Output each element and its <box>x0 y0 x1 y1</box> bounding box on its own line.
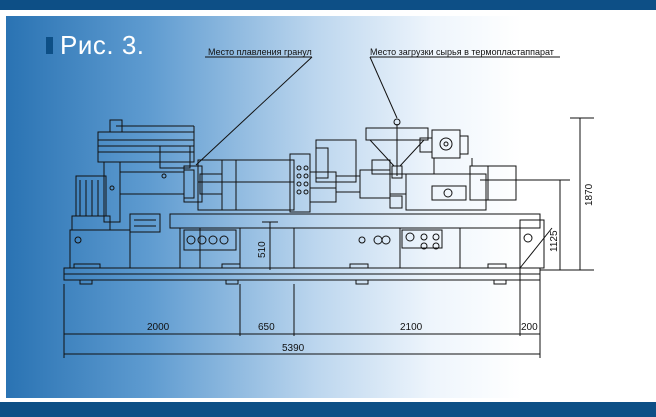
dim-5390: 5390 <box>282 343 305 354</box>
bottom-border-bar <box>0 402 656 417</box>
callout-leaders <box>195 56 560 166</box>
dim-2100: 2100 <box>400 322 423 333</box>
extruder-unit <box>315 129 517 211</box>
machine-bed <box>169 213 553 269</box>
top-border-bar <box>0 0 656 10</box>
dim-2000: 2000 <box>147 322 170 333</box>
machine-base <box>63 263 541 285</box>
dim-200: 200 <box>521 322 538 333</box>
feed-hopper <box>365 118 429 179</box>
callout-melt-zone: Место плавления гранул <box>208 47 312 57</box>
barrel-assembly <box>119 153 407 213</box>
dim-650: 650 <box>258 322 275 333</box>
figure-title: Рис. 3. <box>60 30 145 60</box>
gear-drive <box>97 119 195 223</box>
callout-feed-zone: Место загрузки сырья в термопластаппарат <box>370 47 554 57</box>
horizontal-dimensions <box>63 268 541 358</box>
vertical-dimensions <box>262 117 594 271</box>
control-knobs <box>186 232 533 250</box>
dim-1870: 1870 <box>584 183 595 206</box>
dim-1125: 1125 <box>549 230 560 252</box>
title-marker <box>46 37 53 54</box>
dim-510: 510 <box>257 241 268 258</box>
